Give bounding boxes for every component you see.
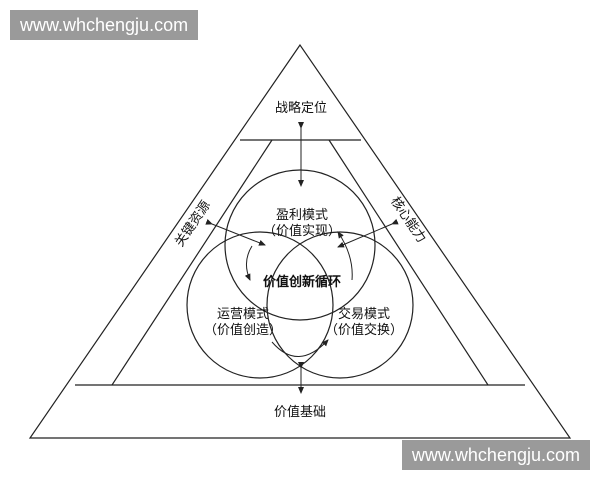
label-transaction-model-sub: （价值交换） (325, 322, 403, 338)
label-foundation: 价值基础 (274, 404, 326, 420)
arrow-capabilities-to-cycle (337, 218, 399, 248)
watermark-bottom: www.whchengju.com (401, 440, 590, 470)
circle-operation-model (186, 231, 334, 379)
label-profit-model-sub: （价值实现） (263, 223, 341, 239)
label-transaction-model: 交易模式 (338, 306, 390, 322)
circle-transaction-model (266, 231, 414, 379)
label-profit-model: 盈利模式 (276, 208, 328, 223)
cycle-arrow-bottom (271, 339, 329, 357)
outer-triangle (28, 43, 572, 439)
label-key-resources: 关键资源 (172, 198, 214, 250)
cycle-arrow-left (244, 245, 253, 281)
cycle-arrow-right (337, 231, 353, 281)
watermark-top: www.whchengju.com (10, 10, 199, 40)
circle-profit-model (224, 169, 376, 321)
inner-left-side (111, 139, 273, 386)
label-operation-model-sub: （价值创造） (204, 322, 282, 338)
label-strategy: 战略定位 (275, 100, 327, 116)
inner-right-side (328, 139, 489, 386)
label-value-innovation-cycle: 价值创新循环 (263, 274, 341, 290)
label-operation-model: 运营模式 (217, 307, 269, 322)
arrow-resources-to-cycle (205, 219, 266, 246)
